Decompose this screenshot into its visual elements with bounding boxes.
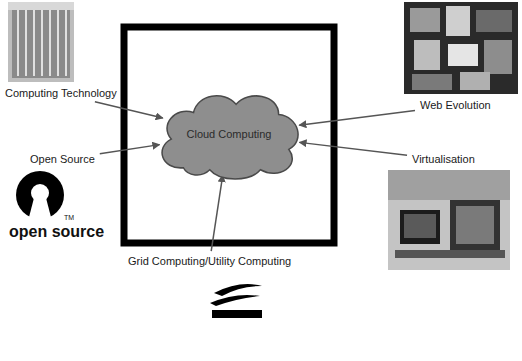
arrow-connector (299, 142, 407, 155)
logo-text: TM (64, 214, 74, 221)
logo-text: open source (9, 223, 104, 241)
topic-label: Open Source (30, 153, 95, 166)
topic-label: Virtualisation (412, 153, 475, 166)
arrow-connector (211, 175, 223, 251)
web-collage-image (404, 2, 518, 94)
topic-label: Computing Technology (5, 87, 117, 100)
frame (124, 27, 334, 243)
topic-label: Grid Computing/Utility Computing (128, 255, 291, 268)
label-node: Virtualisation (410, 152, 477, 167)
arrow-connector (95, 102, 163, 118)
cloud-label: Cloud Computing (187, 128, 272, 141)
topic-label: Web Evolution (420, 99, 491, 112)
open-source-logo (16, 171, 64, 221)
label-node: Open Source (28, 152, 97, 167)
cloud-node: Cloud Computing (153, 88, 305, 180)
arrow-connector (100, 145, 160, 154)
virtualisation-image (388, 170, 510, 270)
arrow-connector (299, 111, 415, 126)
label-node: Computing Technology (3, 86, 119, 101)
label-node: Grid Computing/Utility Computing (126, 254, 293, 269)
label-node: Web Evolution (418, 98, 493, 113)
server-image (8, 2, 74, 82)
bottom-logo (210, 284, 262, 318)
